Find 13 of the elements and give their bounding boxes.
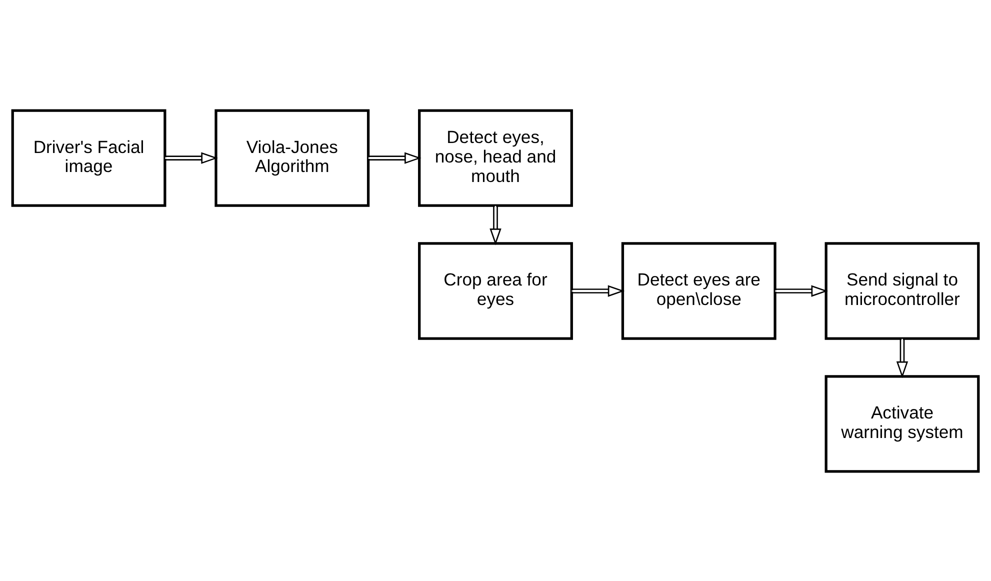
node-box: Detect eyes, nose, head and mouth bbox=[418, 108, 573, 206]
arrow bbox=[572, 284, 625, 296]
node-box: Detect eyes are open\close bbox=[621, 242, 776, 340]
arrow bbox=[490, 205, 502, 245]
arrow bbox=[165, 152, 218, 164]
node-box: Activate warning system bbox=[824, 374, 980, 472]
node-box: Send signal to microcontroller bbox=[824, 242, 980, 340]
arrow bbox=[775, 284, 828, 296]
node-box: Viola-Jones Algorithm bbox=[214, 108, 370, 206]
arrow bbox=[368, 152, 422, 164]
node-box: Crop area for eyes bbox=[418, 242, 573, 340]
arrow bbox=[896, 338, 908, 378]
node-box: Driver's Facial image bbox=[11, 108, 166, 206]
